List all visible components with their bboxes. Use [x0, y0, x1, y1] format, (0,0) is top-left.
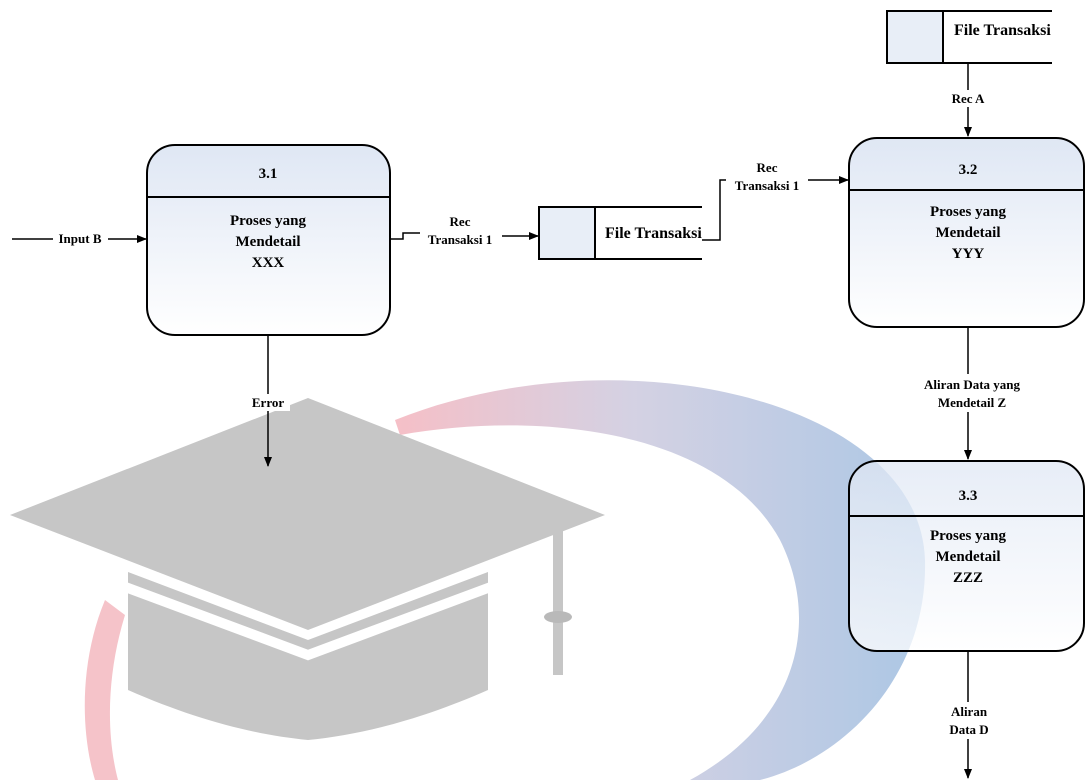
process-3-3-line-1: Proses yang — [930, 528, 1006, 544]
watermark-arc — [395, 380, 926, 780]
flow-rec-transaksi-to-process[interactable]: Rec Transaksi 1 — [702, 160, 848, 241]
flow-input-b[interactable]: Input B — [12, 230, 147, 247]
process-3-3-line-3: ZZZ — [953, 570, 983, 586]
flow-aliran-data-d-line-2: Data D — [949, 722, 988, 737]
flow-aliran-data-d[interactable]: Aliran Data D — [944, 651, 994, 779]
data-store-middle[interactable]: File Transaksi — [538, 206, 702, 260]
flow-rec-transaksi-to-store[interactable]: Rec Transaksi 1 — [390, 214, 538, 247]
flow-rec-transaksi-to-process-line-1: Rec — [757, 160, 778, 175]
process-3-1-line-2: Mendetail — [236, 234, 301, 250]
flow-aliran-data-d-line-1: Aliran — [951, 704, 988, 719]
flow-rec-a-label: Rec A — [952, 91, 985, 106]
data-store-top-label: File Transaksi — [954, 22, 1051, 39]
process-3-3-id: 3.3 — [959, 488, 978, 504]
flow-aliran-data-z-line-2: Mendetail Z — [938, 395, 1007, 410]
flow-rec-transaksi-to-store-line-2: Transaksi 1 — [428, 232, 492, 247]
process-3-3-line-2: Mendetail — [936, 549, 1001, 565]
watermark — [10, 380, 926, 780]
process-3-1-line-1: Proses yang — [230, 213, 306, 229]
process-3-2[interactable]: 3.2 Proses yang Mendetail YYY — [848, 137, 1085, 328]
flow-error-label: Error — [252, 395, 284, 410]
watermark-arc-left — [84, 600, 125, 780]
flow-error[interactable]: Error — [246, 335, 290, 467]
process-3-2-line-3: YYY — [952, 246, 985, 262]
flow-input-b-label: Input B — [59, 231, 102, 246]
process-3-1[interactable]: 3.1 Proses yang Mendetail XXX — [146, 144, 391, 336]
flow-aliran-data-z-line-1: Aliran Data yang — [924, 377, 1021, 392]
graduation-cap-icon — [10, 398, 605, 740]
flow-rec-a[interactable]: Rec A — [947, 63, 989, 137]
data-store-middle-label: File Transaksi — [605, 225, 702, 242]
process-3-3[interactable]: 3.3 Proses yang Mendetail ZZZ — [848, 460, 1085, 652]
flow-rec-transaksi-to-store-line-1: Rec — [450, 214, 471, 229]
flow-rec-transaksi-to-process-line-2: Transaksi 1 — [735, 178, 799, 193]
flow-aliran-data-z[interactable]: Aliran Data yang Mendetail Z — [912, 327, 1026, 460]
process-3-2-line-1: Proses yang — [930, 204, 1006, 220]
process-3-1-line-3: XXX — [252, 255, 285, 271]
process-3-2-id: 3.2 — [959, 162, 978, 178]
process-3-2-line-2: Mendetail — [936, 225, 1001, 241]
process-3-1-id: 3.1 — [259, 166, 278, 182]
data-store-top[interactable]: File Transaksi — [886, 10, 1052, 64]
